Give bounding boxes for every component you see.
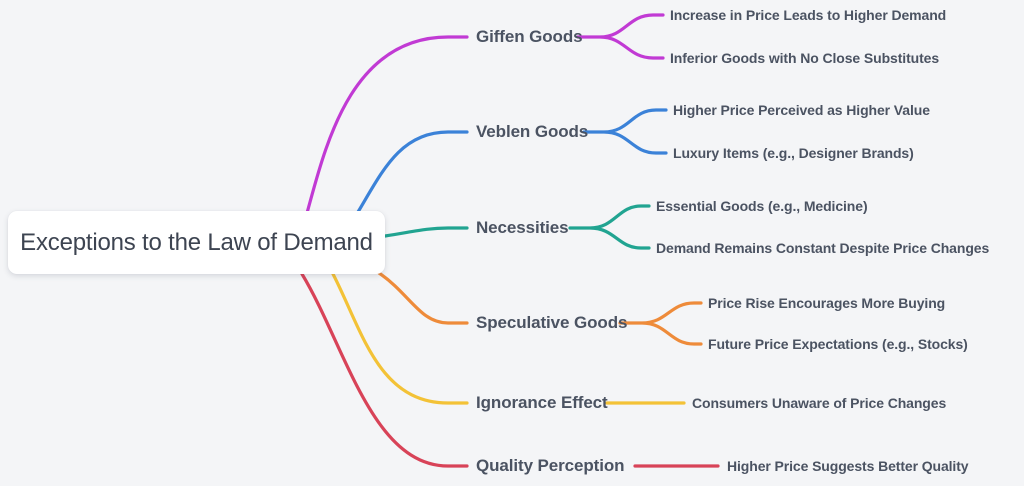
root-node[interactable]: Exceptions to the Law of Demand xyxy=(8,211,385,274)
root-node-label: Exceptions to the Law of Demand xyxy=(20,228,373,256)
leaf-node-essential-goods[interactable]: Essential Goods (e.g., Medicine) xyxy=(656,198,868,214)
fork-necessities xyxy=(568,204,651,250)
fork-giffen-goods xyxy=(576,13,665,60)
connector-root-quality-perception xyxy=(300,272,469,468)
leaf-node-price-rise-encourages[interactable]: Price Rise Encourages More Buying xyxy=(708,295,946,311)
branch-node-giffen-goods[interactable]: Giffen Goods xyxy=(476,27,583,46)
leaf-node-demand-remains-constant[interactable]: Demand Remains Constant Despite Price Ch… xyxy=(656,240,990,256)
leaf-node-future-price-expectations[interactable]: Future Price Expectations (e.g., Stocks) xyxy=(708,336,968,352)
connector-root-speculative-goods xyxy=(377,271,469,325)
branch-node-necessities[interactable]: Necessities xyxy=(476,218,569,237)
branch-node-veblen-goods[interactable]: Veblen Goods xyxy=(476,122,589,141)
branch-node-speculative-goods[interactable]: Speculative Goods xyxy=(476,313,628,332)
leaf-node-higher-price-perceived[interactable]: Higher Price Perceived as Higher Value xyxy=(673,102,930,118)
branch-node-quality-perception[interactable]: Quality Perception xyxy=(476,456,625,475)
connector-root-necessities xyxy=(383,226,469,238)
leaf-node-luxury-items[interactable]: Luxury Items (e.g., Designer Brands) xyxy=(673,145,914,161)
connector-root-giffen-goods xyxy=(305,35,469,215)
leaf-node-increase-in-price[interactable]: Increase in Price Leads to Higher Demand xyxy=(670,7,947,23)
leaf-node-consumers-unaware[interactable]: Consumers Unaware of Price Changes xyxy=(692,395,947,411)
fork-speculative-goods xyxy=(618,301,703,346)
connector-root-ignorance-effect xyxy=(331,272,469,405)
leaf-node-inferior-goods[interactable]: Inferior Goods with No Close Substitutes xyxy=(670,50,940,66)
leaf-node-higher-price-suggests[interactable]: Higher Price Suggests Better Quality xyxy=(727,458,969,474)
branch-node-ignorance-effect[interactable]: Ignorance Effect xyxy=(476,393,608,412)
connector-root-veblen-goods xyxy=(356,130,469,214)
fork-veblen-goods xyxy=(582,108,668,155)
